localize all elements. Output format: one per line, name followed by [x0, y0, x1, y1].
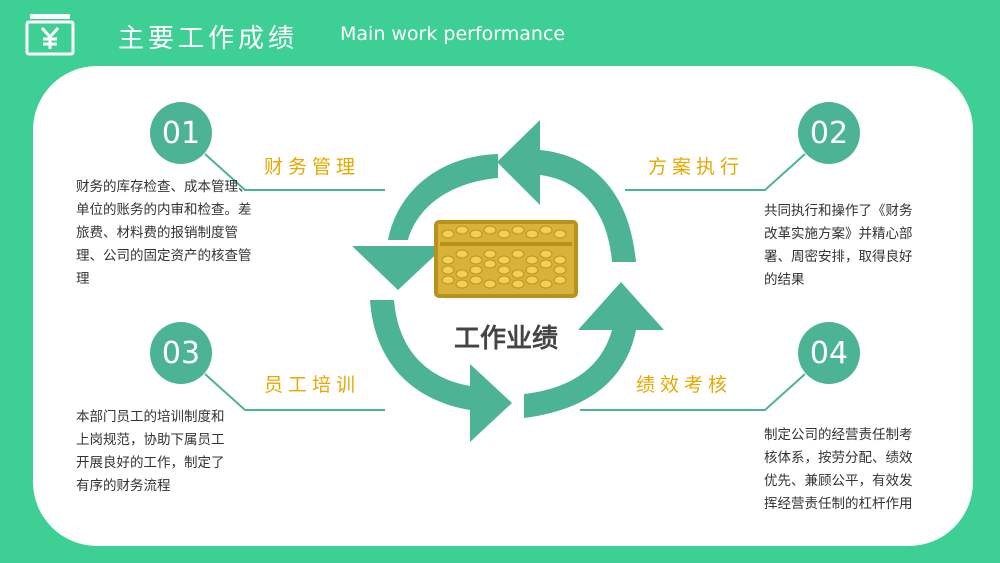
section-number-01: 01 [150, 102, 212, 164]
cycle-arrow-bottom-left [370, 300, 470, 410]
yen-wallet-icon [25, 14, 75, 56]
section-desc-01: 财务的库存检查、成本管理、单位的账务的内审和检查。差旅费、材料费的报销制度管理、… [76, 179, 252, 287]
section-desc-02: 共同执行和操作了《财务改革实施方案》并精心部署、周密安排，取得良好的结果 [764, 203, 913, 288]
section-number-04: 04 [798, 322, 860, 384]
center-label: 工作业绩 [453, 324, 558, 354]
connector-line-04 [580, 373, 806, 411]
section-title-04: 绩效考核 [636, 374, 733, 396]
section-title-01: 财务管理 [264, 156, 361, 178]
section-number-02: 02 [798, 102, 860, 164]
connector-line-03 [204, 373, 385, 411]
cycle-arrow-top-left [388, 154, 498, 240]
section-desc-03: 本部门员工的培训制度和上岗规范，协助下属员工开展良好的工作，制定了有序的财务流程 [76, 409, 225, 494]
cycle-arrow-bottom-right [524, 330, 636, 418]
abacus-image [434, 220, 578, 298]
section-title-03: 员工培训 [264, 374, 361, 396]
section-number-03: 03 [150, 322, 212, 384]
section-title-02: 方案执行 [648, 156, 745, 178]
connector-line-01 [204, 153, 385, 191]
connector-line-02 [625, 153, 806, 191]
page-title: 主要工作成绩 [118, 24, 299, 54]
cycle-arrow-top-right [540, 150, 636, 262]
page-subtitle: Main work performance [340, 23, 566, 45]
section-desc-04: 制定公司的经营责任制考核体系，按劳分配、绩效优先、兼顾公平，有效发挥经营责任制的… [764, 427, 913, 512]
